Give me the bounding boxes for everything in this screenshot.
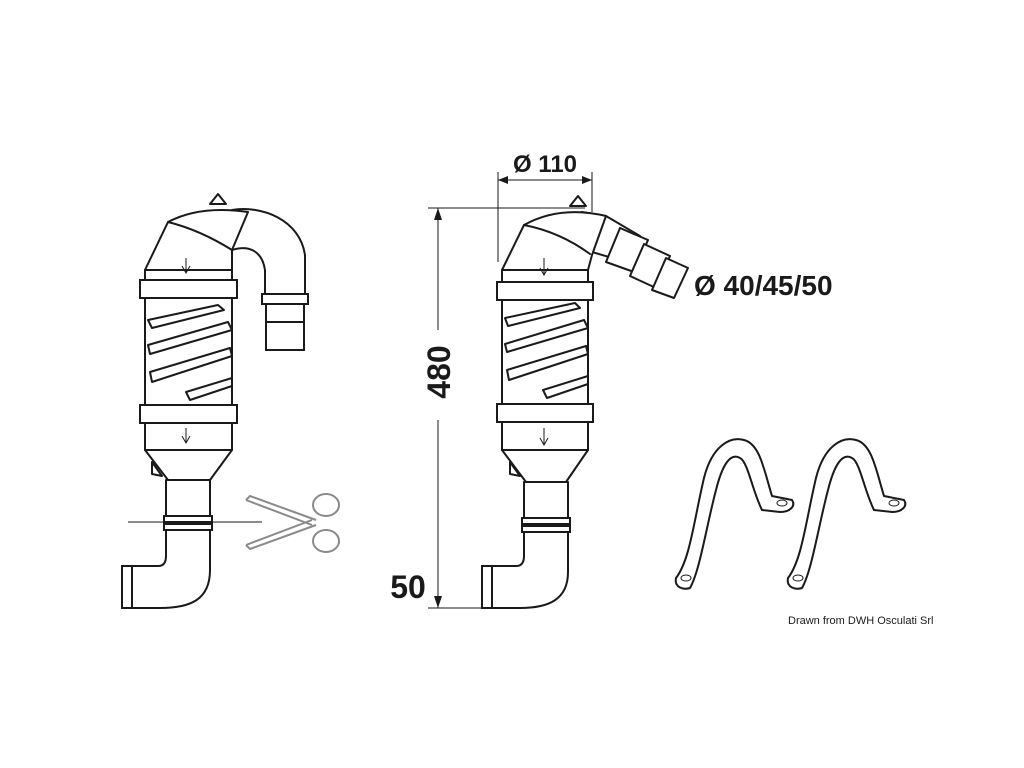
- muffler-left-bottom-lug: [151, 461, 163, 477]
- muffler-left-inlet-elbow: [127, 529, 211, 609]
- muffler-center-ribs: [504, 302, 589, 399]
- muffler-left-top-lug: [209, 193, 227, 205]
- muffler-center-band-top: [496, 281, 594, 301]
- muffler-left-band-bottom: [139, 404, 238, 424]
- muffler-left-inlet-pipe: [165, 479, 211, 521]
- muffler-left-band-top: [139, 279, 238, 299]
- muffler-left-outlet-tip: [265, 321, 305, 351]
- mounting-bracket-right: [786, 438, 907, 590]
- label-height-total: 480: [421, 345, 457, 398]
- muffler-left-top-cone: [144, 208, 249, 271]
- muffler-center-outlet-tip: [651, 257, 689, 299]
- muffler-center: [481, 195, 689, 609]
- scissors-icon: [245, 493, 340, 553]
- muffler-left: [121, 193, 309, 609]
- arrow-down-icon: [539, 258, 549, 277]
- label-diameter-body: Ø 110: [513, 151, 577, 178]
- arrow-down-icon: [539, 428, 549, 447]
- muffler-center-inlet-pipe: [523, 481, 569, 521]
- dimension-diameter-body: Ø 110: [497, 151, 593, 262]
- dimension-height-total: 480: [421, 207, 585, 609]
- muffler-center-bottom-lug: [509, 461, 521, 477]
- muffler-center-inlet-elbow: [487, 531, 569, 609]
- label-height-base: 50: [390, 569, 426, 605]
- mounting-bracket-left: [674, 438, 795, 590]
- muffler-left-outlet-ring: [265, 303, 305, 323]
- muffler-left-ribs: [147, 304, 233, 401]
- muffler-center-top-lug: [569, 195, 587, 207]
- label-diameter-hose: Ø 40/45/50: [694, 270, 833, 301]
- arrow-down-icon: [181, 258, 191, 275]
- muffler-left-outlet-ring: [261, 293, 309, 305]
- credit-text: Drawn from DWH Osculati Srl: [788, 615, 933, 627]
- arrow-down-icon: [181, 428, 191, 445]
- muffler-center-top-cone: [501, 211, 607, 271]
- muffler-center-band-bottom: [496, 403, 594, 423]
- muffler-center-bottom-cone: [501, 449, 589, 483]
- muffler-left-outlet-elbow: [231, 208, 306, 299]
